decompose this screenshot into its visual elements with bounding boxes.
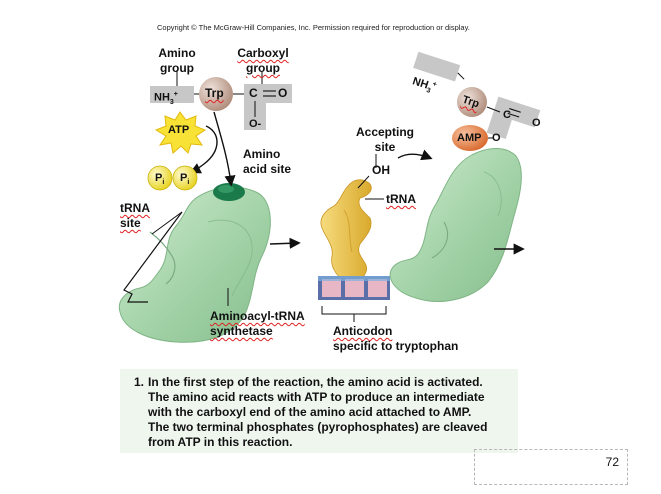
trna-site-bracket <box>123 211 183 303</box>
atp-label: ATP <box>168 124 190 136</box>
trp-ball <box>199 77 233 111</box>
enzyme-trna-cleft <box>149 231 176 285</box>
caption-box: 1. In the first step of the reaction, th… <box>120 369 518 453</box>
amp-ball <box>452 125 488 151</box>
page-number: 72 <box>605 455 619 469</box>
oh-label: OH <box>372 163 390 177</box>
trp-to-site-arrow <box>213 111 236 187</box>
caption-number: 1. <box>134 375 145 389</box>
pi-2-text: P <box>180 172 188 184</box>
accepting-site-label: Accepting site <box>355 125 414 154</box>
oxygen-label-right: O <box>532 117 541 129</box>
nh3-sub: 3 <box>169 98 174 106</box>
amp-label: AMP <box>457 132 482 144</box>
pi-1-text: P <box>155 172 163 184</box>
amino-group-box <box>150 86 194 103</box>
enzyme-inner-shade <box>207 219 253 297</box>
pi-ball-2 <box>172 165 198 191</box>
trna-label: tRNA <box>386 192 416 206</box>
oxygen-label-amp: O <box>492 132 501 144</box>
pi-2-sub: i <box>187 179 190 187</box>
synthetase-with-intermediate <box>389 148 522 302</box>
nh3-right-sub: 3 <box>425 87 432 95</box>
nh3-sup: + <box>173 91 178 98</box>
copyright-notice: Copyright © The McGraw-Hill Companies, I… <box>157 23 470 32</box>
carbon-label-right: C <box>503 109 511 121</box>
intermediate-group <box>413 51 541 139</box>
carboxyl-group-label: Carboxyl group <box>233 46 293 76</box>
page-number-box: 72 <box>474 449 628 485</box>
amino-acid-site-label: Amino acid site <box>243 147 292 176</box>
pi-label-2: Pi <box>180 171 189 190</box>
pi-ball-1 <box>147 165 173 191</box>
synthetase-enzyme <box>118 186 271 343</box>
trp-ball-right <box>457 87 487 117</box>
anticodon-specific-label: specific to tryptophan <box>333 339 459 353</box>
reaction-arrow-1 <box>269 237 301 249</box>
carboxyl-label-text: Carboxyl group <box>237 46 289 75</box>
synthetase-text: Aminoacyl-tRNA synthetase <box>210 309 305 338</box>
trp-label: Trp <box>205 86 224 100</box>
nh3-formula: NH3+ <box>154 87 178 110</box>
amino-group-label: Amino group <box>158 46 196 75</box>
atp-starburst <box>154 111 207 154</box>
carbon-label: C <box>249 86 258 100</box>
atp-release-arrow <box>189 125 218 174</box>
pi-label-1: Pi <box>155 171 164 190</box>
caption-text: In the first step of the reaction, the a… <box>148 375 488 449</box>
trna-site-text: tRNA site <box>120 201 150 230</box>
trna-molecule <box>320 179 372 283</box>
oxygen-label: O <box>278 86 288 100</box>
o-minus-label: O- <box>249 118 262 130</box>
carboxyl-group-box <box>244 84 292 130</box>
synthetase-label: Aminoacyl-tRNA synthetase <box>210 309 305 339</box>
pi-1-sub: i <box>162 179 165 187</box>
nh3-text: NH <box>154 91 170 104</box>
anticodon-label: Anticodon <box>333 324 393 338</box>
accepting-arrow <box>397 149 433 161</box>
anticodon-bracket <box>321 306 387 315</box>
trna-site-label: tRNA site <box>120 201 150 231</box>
